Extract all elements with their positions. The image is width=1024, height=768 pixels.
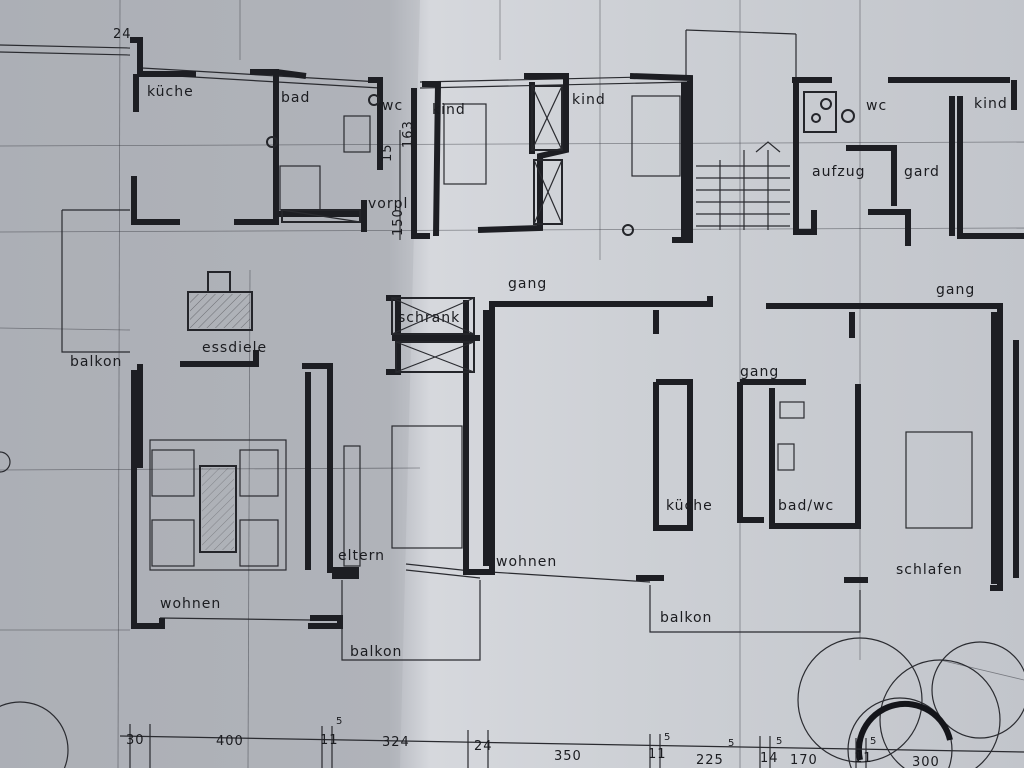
label-aufzug: aufzug: [812, 164, 866, 180]
label-schrank: schrank: [398, 310, 460, 326]
label-kueche-lower: küche: [666, 498, 713, 514]
label-bad-upper: bad: [281, 90, 310, 106]
dim-163: 163: [401, 120, 416, 148]
staircase: [696, 141, 790, 230]
label-kueche-upper: küche: [147, 84, 194, 100]
room-labels: küche bad wc kind kind wc kind aufzug ga…: [70, 84, 1008, 660]
label-essdiele: essdiele: [202, 340, 267, 356]
label-balkon-left: balkon: [70, 354, 122, 370]
label-gang-central: gang: [508, 276, 547, 292]
label-wc-upper-right: wc: [866, 98, 887, 114]
dim-225-5: 225: [696, 753, 724, 768]
paper-fold-shadow: [0, 0, 420, 768]
dim-300: 300: [912, 755, 940, 768]
dimension-chain: [119, 130, 1024, 768]
dim-400: 400: [216, 734, 244, 749]
walls-upper-left: [130, 37, 693, 243]
label-vorpl: vorpl: [368, 196, 408, 212]
tree-circles: [0, 451, 1024, 768]
dim-24-bottom: 24: [474, 739, 493, 754]
dim-225-5-sup: 5: [728, 738, 735, 749]
dim-350: 350: [554, 749, 582, 764]
label-wohnen-central: wohnen: [496, 554, 557, 570]
dim-11-5-a: 11: [320, 733, 339, 748]
walls-lower-right: [463, 296, 1019, 591]
label-balkon-bottom: balkon: [350, 644, 402, 660]
dim-11-5-c-sup: 5: [870, 736, 877, 747]
dim-170: 170: [790, 753, 818, 768]
furniture: [149, 85, 973, 571]
label-kind-2: kind: [572, 92, 606, 108]
label-bad-wc: bad/wc: [778, 498, 834, 514]
dim-11-5-c: 11: [854, 751, 873, 766]
label-gard: gard: [904, 164, 940, 180]
label-gang-lower: gang: [740, 364, 779, 380]
label-eltern: eltern: [338, 548, 385, 564]
label-wc-upper-left: wc: [382, 98, 403, 114]
dimension-labels: 24 150 15 163 30 400 11 5 324 24 350 11 …: [113, 27, 940, 768]
walls-upper-right: [792, 77, 1024, 246]
dim-11-5-a-sup: 5: [336, 716, 343, 727]
label-balkon-right: balkon: [660, 610, 712, 626]
label-kind-3: kind: [974, 96, 1008, 112]
dim-150: 150: [391, 208, 406, 236]
dim-24-top: 24: [113, 27, 132, 42]
label-gang-right: gang: [936, 282, 975, 298]
label-kind-1: kind: [432, 102, 466, 118]
dim-14-5: 14: [760, 751, 779, 766]
dim-15-vertical: 15: [380, 143, 395, 162]
dim-30: 30: [126, 733, 145, 748]
label-schlafen: schlafen: [896, 562, 963, 578]
dim-324: 324: [382, 735, 410, 750]
dim-11-5-b-sup: 5: [664, 732, 671, 743]
dim-14-5-sup: 5: [776, 736, 783, 747]
dim-11-5-b: 11: [648, 747, 667, 762]
label-wohnen-left: wohnen: [160, 596, 221, 612]
